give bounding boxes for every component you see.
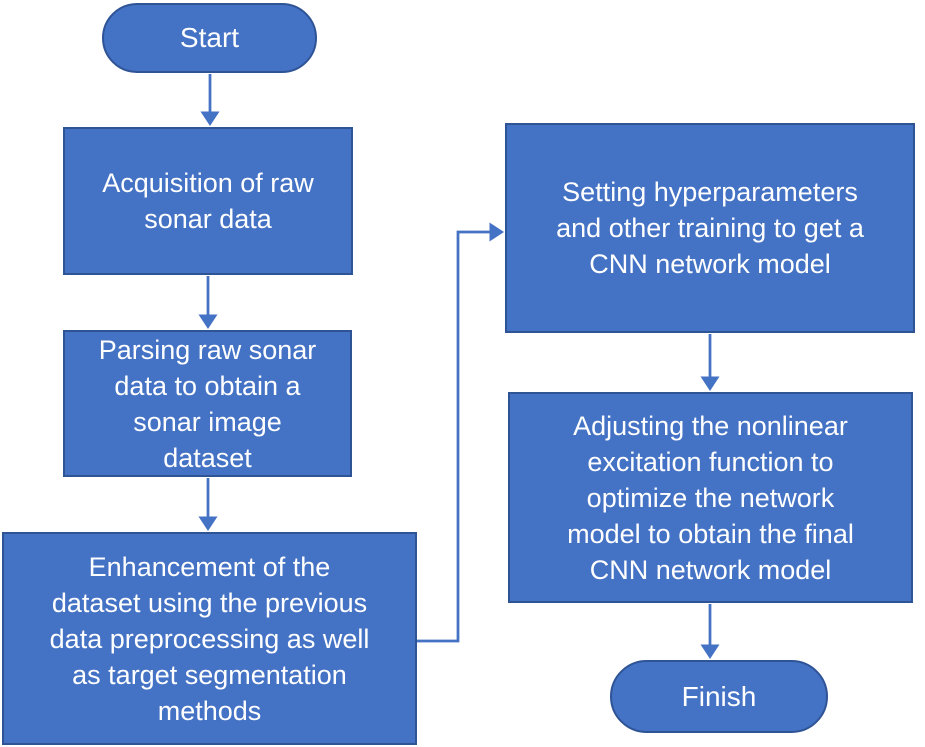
node-start: Start (102, 3, 317, 73)
node-setting-hyperparameters: Setting hyperparameters and other traini… (505, 123, 915, 333)
node-start-label: Start (179, 22, 240, 53)
node-parsing-label: Parsing raw sonar data to obtain a sonar… (98, 334, 317, 473)
node-enhancement-label: Enhancement of the dataset using the pre… (49, 551, 370, 726)
node-acquisition-of-raw-sonar-data: Acquisition of raw sonar data (63, 127, 353, 275)
node-finish: Finish (610, 660, 828, 733)
node-parsing-raw-sonar-data: Parsing raw sonar data to obtain a sonar… (63, 330, 352, 477)
node-adjusting-label: Adjusting the nonlinear excitation funct… (567, 410, 854, 585)
node-enhancement-of-dataset: Enhancement of the dataset using the pre… (2, 532, 417, 745)
node-adjusting-nonlinear-excitation: Adjusting the nonlinear excitation funct… (508, 392, 913, 603)
node-hyperparams-label: Setting hyperparameters and other traini… (556, 177, 864, 279)
node-acquisition-label: Acquisition of raw sonar data (102, 168, 314, 234)
node-finish-label: Finish (681, 680, 757, 712)
connector-enhancement-to-hyperparams (417, 222, 504, 643)
